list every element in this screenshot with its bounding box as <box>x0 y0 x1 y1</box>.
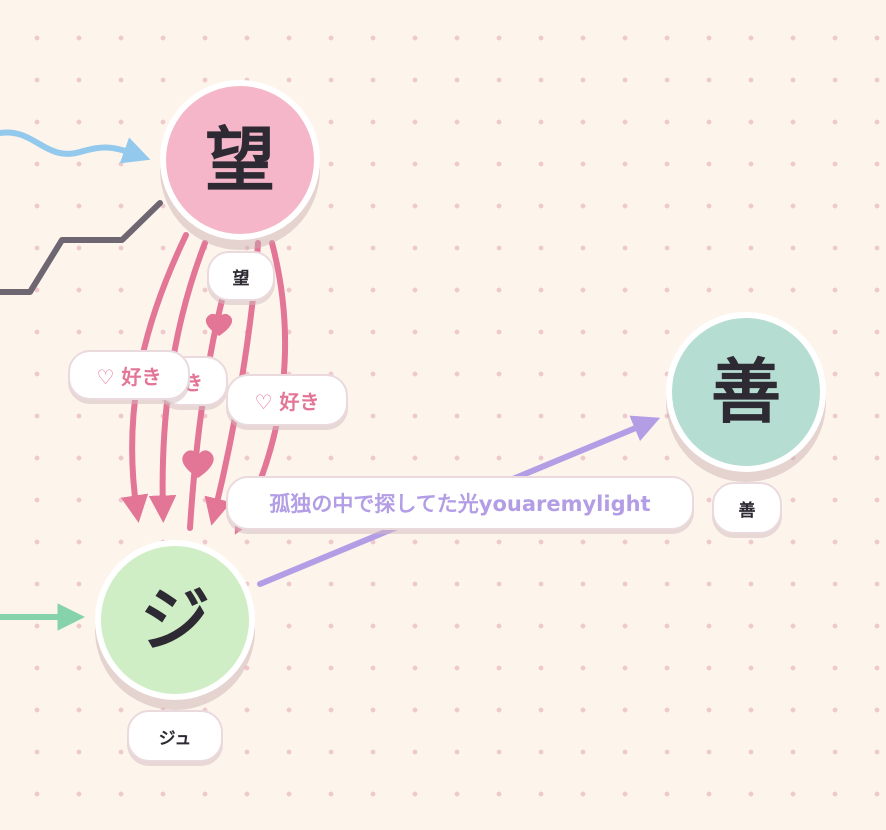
node-ju[interactable]: ジ <box>95 540 255 700</box>
node-nozomu[interactable]: 望 <box>160 80 320 240</box>
edge-label-like-left: ♡ 好き <box>68 350 190 400</box>
heart-icon <box>182 450 214 478</box>
edge-label-light: 孤独の中で探してた光youaremylight <box>226 476 694 530</box>
node-zen[interactable]: 善 <box>666 312 826 472</box>
node-nozomu-glyph: 望 <box>205 119 275 201</box>
edge-dark-from-nozomu <box>0 200 163 295</box>
node-zen-glyph: 善 <box>711 351 781 433</box>
edge-blue-to-nozomu <box>0 129 151 164</box>
name-tag-zen: 善 <box>712 482 782 534</box>
name-tag-nozomu: 望 <box>207 251 275 301</box>
name-tag-ju: ジュ <box>127 710 223 762</box>
heart-icon <box>205 313 233 336</box>
node-ju-glyph: ジ <box>140 579 210 661</box>
edge-label-like-right: ♡ 好き <box>226 374 348 426</box>
